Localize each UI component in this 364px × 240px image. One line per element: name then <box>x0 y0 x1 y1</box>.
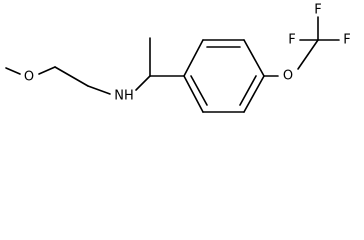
benzene-ring <box>183 39 265 113</box>
atom-methoxy-oxygen: O <box>24 70 34 85</box>
atom-fluorine-top: F <box>314 3 321 18</box>
atom-amine-nitrogen: NH <box>114 89 134 104</box>
bond-ch2-n <box>87 85 111 95</box>
bond-o-ch2 <box>38 66 56 75</box>
atom-fluorine-left: F <box>288 33 295 48</box>
atom-fluorine-right: F <box>343 33 350 48</box>
bond-o-cf3 <box>297 39 319 70</box>
bond-ch2-ch2 <box>54 66 89 87</box>
bond-n-ch <box>135 75 151 91</box>
molecule-structure: O NH O F F F <box>5 3 351 113</box>
bond-methyl-o <box>5 67 21 75</box>
atom-ether-oxygen: O <box>283 69 293 84</box>
